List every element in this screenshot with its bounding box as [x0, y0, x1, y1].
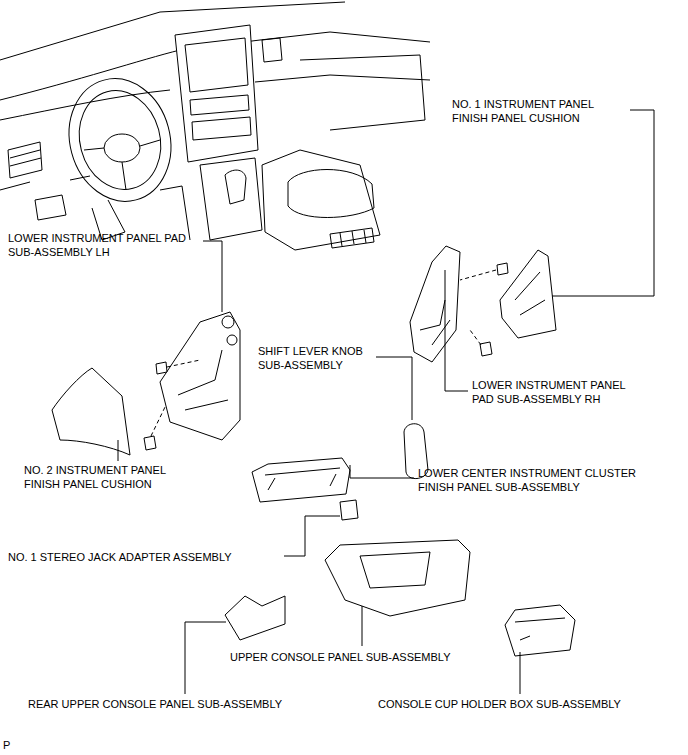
part-name: LOWER INSTRUMENT PANEL PAD SUB-ASSEMBLY … [8, 231, 198, 259]
lower-pad-lh-detail [178, 350, 228, 410]
steering-hub [104, 134, 140, 162]
part-name: REAR UPPER CONSOLE PANEL SUB-ASSEMBLY [28, 697, 282, 711]
clip [480, 342, 492, 356]
part-name: LOWER INSTRUMENT PANEL PAD SUB-ASSEMBLY … [472, 378, 647, 406]
center-vent [262, 38, 282, 62]
lower-pad-lh-knob [227, 335, 237, 345]
upper-console-detail [360, 552, 430, 588]
left-vent [8, 142, 42, 178]
part-name: LOWER CENTER INSTRUMENT CLUSTER FINISH P… [418, 466, 658, 494]
cluster-panel-detail [265, 468, 340, 490]
screw [156, 362, 167, 374]
steering-wheel-rim [56, 67, 185, 213]
center-stack [175, 25, 258, 162]
assembly-lines [151, 270, 496, 436]
shift-area [200, 158, 262, 240]
figure-code: P [3, 738, 10, 752]
cup-holder-detail [515, 618, 565, 640]
right-dash [300, 55, 425, 130]
display-screen [185, 38, 248, 92]
dashed-line [470, 330, 481, 345]
dashboard-view [0, 2, 430, 250]
leader-line [284, 516, 340, 556]
steering-wheel-inner [68, 81, 171, 198]
leader-line [445, 270, 468, 391]
leader-line [376, 357, 412, 420]
lower-dash-left [0, 176, 190, 240]
no1-finish-panel-cushion [500, 250, 556, 338]
fasteners [144, 263, 508, 450]
part-name: NO. 2 INSTRUMENT PANEL FINISH PANEL CUSH… [24, 463, 194, 491]
lower-center-cluster-panel [252, 458, 350, 502]
cup-holder-box [505, 605, 575, 656]
lower-pad-lh-knob [222, 316, 234, 328]
center-console [262, 150, 380, 250]
leader-lines [118, 110, 654, 694]
dashed-line [460, 270, 496, 280]
part-name: SHIFT LEVER KNOB SUB-ASSEMBLY [258, 344, 378, 372]
part-name: CONSOLE CUP HOLDER BOX SUB-ASSEMBLY [378, 697, 621, 711]
cushion-rh-detail [515, 272, 545, 315]
lower-pad-rh [410, 246, 460, 362]
armrest-lid [288, 170, 374, 218]
leader-line [185, 622, 226, 694]
windshield-edge [0, 2, 345, 60]
lower-pad-lh [160, 312, 240, 440]
pedal [35, 195, 66, 220]
steering-spokes [84, 140, 160, 190]
part-name: NO. 1 STEREO JACK ADAPTER ASSEMBLY [8, 550, 232, 564]
leader-line [520, 652, 521, 694]
dashed-line [167, 360, 200, 367]
leader-line [203, 241, 222, 312]
rear-vent [330, 228, 374, 248]
leader-line [362, 606, 363, 646]
part-name: UPPER CONSOLE PANEL SUB-ASSEMBLY [230, 650, 450, 664]
rear-upper-console-panel [225, 596, 285, 640]
clip [144, 436, 156, 450]
dashed-line [151, 405, 166, 436]
screw [497, 263, 508, 275]
leader-line [350, 465, 414, 478]
parts [52, 246, 575, 656]
stereo-jack-adapter [340, 500, 358, 520]
part-name: NO. 1 INSTRUMENT PANEL FINISH PANEL CUSH… [452, 97, 622, 125]
shift-lever [225, 170, 246, 204]
stack-controls [190, 95, 251, 140]
leader-line [552, 110, 654, 296]
leader-line [118, 440, 119, 461]
upper-console-panel [325, 540, 470, 616]
